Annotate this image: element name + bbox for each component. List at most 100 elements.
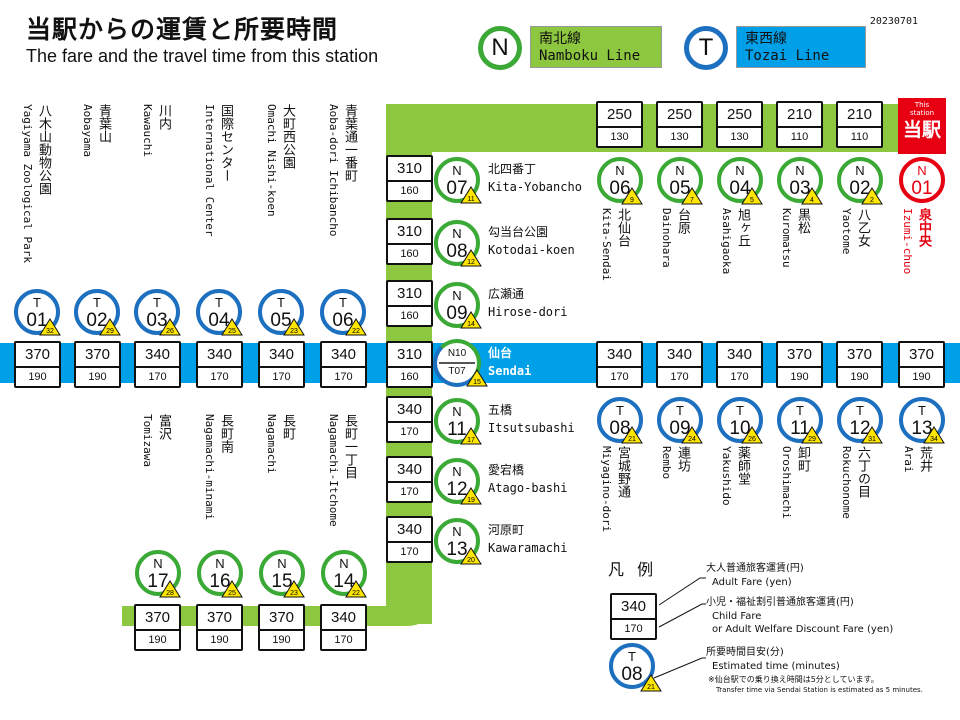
svg-text:23: 23 <box>290 328 298 335</box>
adult-fare: 340 <box>598 343 641 368</box>
adult-fare: 210 <box>778 103 821 128</box>
time-triangle: 25 <box>221 318 243 336</box>
adult-fare: 370 <box>900 343 943 368</box>
adult-fare: 250 <box>598 103 641 128</box>
child-fare: 190 <box>272 634 291 646</box>
child-fare: 170 <box>610 371 629 383</box>
child-fare: 160 <box>400 248 419 260</box>
time-triangle: 31 <box>861 426 883 444</box>
adult-fare: 340 <box>388 458 431 483</box>
child-fare: 160 <box>400 310 419 322</box>
svg-text:12: 12 <box>467 259 475 266</box>
time-triangle: 20 <box>460 547 482 565</box>
time-triangle: 4 <box>801 187 823 205</box>
adult-fare: 370 <box>778 343 821 368</box>
time-triangle: 19 <box>460 487 482 505</box>
time-triangle: 14 <box>460 311 482 329</box>
adult-fare: 370 <box>198 606 241 631</box>
namboku-line-icon: N <box>478 26 522 70</box>
time-triangle: 23 <box>283 580 305 598</box>
time-triangle: 12 <box>460 249 482 267</box>
svg-text:4: 4 <box>810 197 814 204</box>
svg-text:26: 26 <box>748 436 756 443</box>
svg-text:22: 22 <box>352 328 360 335</box>
legend-fare-box: 340 170 <box>610 593 657 640</box>
legend-adult-jp: 大人普通旅客運賃(円) <box>706 563 804 574</box>
legend-pointer-lines <box>653 577 706 679</box>
child-fare: 160 <box>400 371 419 383</box>
legend-child-en2: or Adult Welfare Discount Fare (yen) <box>712 624 894 635</box>
adult-fare: 370 <box>76 343 119 368</box>
child-fare: 170 <box>334 634 353 646</box>
adult-fare: 310 <box>388 282 431 307</box>
adult-fare: 340 <box>136 343 179 368</box>
child-fare: 170 <box>210 371 229 383</box>
svg-text:25: 25 <box>228 328 236 335</box>
adult-fare: 370 <box>16 343 59 368</box>
time-triangle: 15 <box>466 369 488 387</box>
adult-fare: 370 <box>260 606 303 631</box>
child-fare: 190 <box>850 371 869 383</box>
svg-text:15: 15 <box>473 379 481 386</box>
adult-fare: 340 <box>718 343 761 368</box>
time-triangle: 2 <box>861 187 883 205</box>
time-triangle: 26 <box>159 318 181 336</box>
child-fare: 190 <box>148 634 167 646</box>
tozai-line-icon: T <box>684 26 728 70</box>
legend-time-jp: 所要時間目安(分) <box>706 647 784 658</box>
adult-fare: 340 <box>388 398 431 423</box>
legend-adult-en: Adult Fare (yen) <box>712 577 792 588</box>
adult-fare: 340 <box>322 343 365 368</box>
page-subtitle: The fare and the travel time from this s… <box>26 46 379 66</box>
svg-text:23: 23 <box>290 590 298 597</box>
svg-text:21: 21 <box>628 436 636 443</box>
adult-fare: 340 <box>322 606 365 631</box>
legend-title: 凡 例 <box>608 560 658 579</box>
svg-text:28: 28 <box>166 590 174 597</box>
time-triangle: 29 <box>99 318 121 336</box>
svg-text:7: 7 <box>690 197 694 204</box>
child-fare: 130 <box>730 131 749 143</box>
adult-fare: 250 <box>658 103 701 128</box>
svg-text:29: 29 <box>106 328 114 335</box>
adult-fare: 370 <box>136 606 179 631</box>
time-triangle: 7 <box>681 187 703 205</box>
adult-fare: 250 <box>718 103 761 128</box>
time-triangle: 5 <box>741 187 763 205</box>
svg-text:9: 9 <box>630 197 634 204</box>
